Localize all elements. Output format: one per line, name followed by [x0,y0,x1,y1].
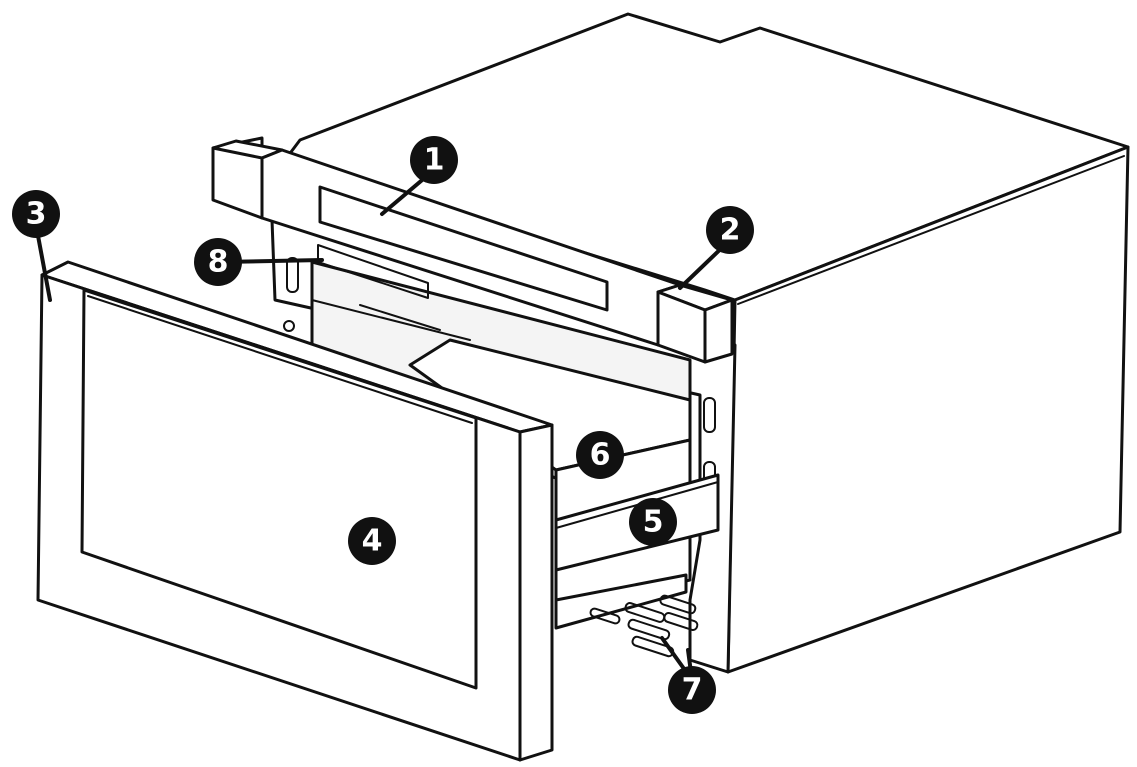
glass-panel [80,288,478,690]
vent-slots [589,594,699,658]
callout-badge-6: 6 [576,431,624,479]
callout-badge-7: 7 [668,666,716,714]
callout-badge-8: 8 [194,238,242,286]
indicator-window [317,244,429,299]
drawer-front-right-edge [518,423,554,762]
callout-badge-2: 2 [706,206,754,254]
callout-badge-5: 5 [629,498,677,546]
callout-label-3: 3 [26,197,47,232]
callout-label-8: 8 [208,245,229,280]
cabinet-body [283,12,1130,674]
lower-rail [554,573,688,630]
callout-badge-1: 1 [410,136,458,184]
callout-label-2: 2 [720,213,741,248]
frame-screw-left [283,320,295,332]
drawer-box [408,338,720,658]
frame-slot-left [286,257,299,293]
control-panel [211,136,734,364]
callout-label-6: 6 [590,438,611,473]
callout-badge-3: 3 [12,190,60,238]
frame-slot-right-top [703,397,716,433]
callout-badge-4: 4 [348,517,396,565]
callout-label-7: 7 [682,673,703,708]
callout-label-5: 5 [643,505,664,540]
display-window [318,185,609,312]
drawer-front [36,260,554,762]
callout-label-4: 4 [362,524,383,559]
callout-label-1: 1 [424,143,445,178]
